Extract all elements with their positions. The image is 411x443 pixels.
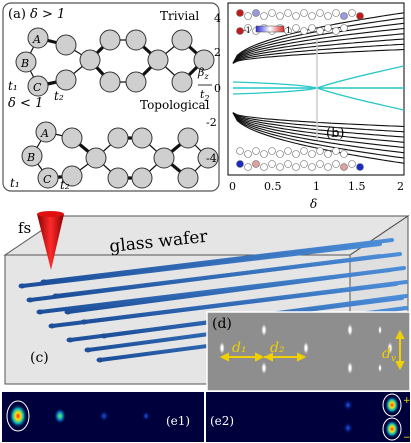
panel-c-label: (c) [30,350,49,366]
site-a-top: A [32,33,41,46]
hop-t2-top: t₂ [54,89,64,103]
band-line-11 [232,112,405,143]
y-axis-label-denominator: t2 [200,88,210,103]
bottom-lattice-sites [21,121,219,189]
bottom-phase: Topological [140,98,210,112]
band-line-12 [232,112,405,149]
band-line-3 [232,33,405,64]
x-tick-0.5: 0.5 [264,180,282,193]
x-tick-0: 0 [229,180,236,193]
panel-a: (a) δ > 1 Trivial δ < 1 Topological [2,2,220,192]
fs-laser-cone [37,214,64,270]
d1-label: d₁ [232,340,247,356]
top-lattice-sites [15,27,215,97]
hop-t2-bottom: t₂ [60,178,70,192]
e1-highlight [6,400,30,432]
y-tick-neg2: -2 [206,116,217,129]
e2-highlight-top [382,393,402,417]
panel-d: d₁ d₂ dv (d) [206,311,411,392]
minus-sign: − [403,433,411,443]
site-b-top: B [20,57,29,70]
y-tick-4: 4 [214,12,221,25]
top-phase: Trivial [160,9,199,23]
spacing-arrows [219,329,405,371]
x-tick-1.5: 1.5 [348,180,366,193]
band-line-13 [232,112,405,154]
y-tick-neg4: -4 [206,152,217,165]
band-line-1 [232,43,405,64]
y-tick-2: 2 [214,46,221,59]
x-tick-1: 1 [313,180,320,193]
colorbar-max: 1 [286,26,291,35]
rod-end-caps [18,279,108,363]
band-line-8 [232,112,405,128]
y-tick-0: 0 [214,82,221,95]
d2-label: d₂ [270,340,285,356]
panel-e2-label: (e2) [210,414,234,428]
site-c-top: C [33,81,42,94]
band-line-9 [232,112,405,133]
site-c-bottom: C [43,173,52,186]
panel-b-label: (b) [326,126,344,141]
x-axis-label: δ [310,197,317,211]
hop-t1-top: t₁ [8,79,18,93]
band-line-5 [232,22,405,64]
panel-d-label: (d) [212,316,232,332]
e2-highlight-bottom [382,417,402,441]
fs-label: fs [18,219,31,237]
plus-sign: + [403,396,411,406]
site-a-bottom: A [40,127,49,140]
mode-profile-top [236,9,364,35]
hop-t1-bottom: t₁ [10,176,20,190]
e2-image [206,392,410,442]
panel-e1-label: (e1) [166,414,190,428]
waveguide-cross-sections [219,323,393,375]
fs-laser-top [37,211,64,217]
panel-a-label: (a) [8,7,26,22]
mode-profile-bottom [236,147,364,171]
band-line-14 [232,112,405,159]
colorbar-min: -1 [243,26,251,35]
panel-e2: + − (e2) [206,392,411,443]
band-line-0 [232,48,405,64]
band-line-4 [232,27,405,64]
x-tick-2: 2 [397,180,404,193]
band-line-10 [232,112,405,138]
colorbar: -1 1 [243,25,291,35]
panel-b: -1 1 [197,2,405,211]
y-tick-labels: 4 2 0 -2 -4 [206,12,221,165]
band-line-2 [232,38,405,64]
bottom-condition: δ < 1 [8,96,43,111]
site-b-bottom: B [26,151,35,164]
x-tick-labels: 0 0.5 1 1.5 2 [229,180,404,193]
panel-e1: (e1) [2,392,204,442]
top-condition: δ > 1 [30,7,65,22]
